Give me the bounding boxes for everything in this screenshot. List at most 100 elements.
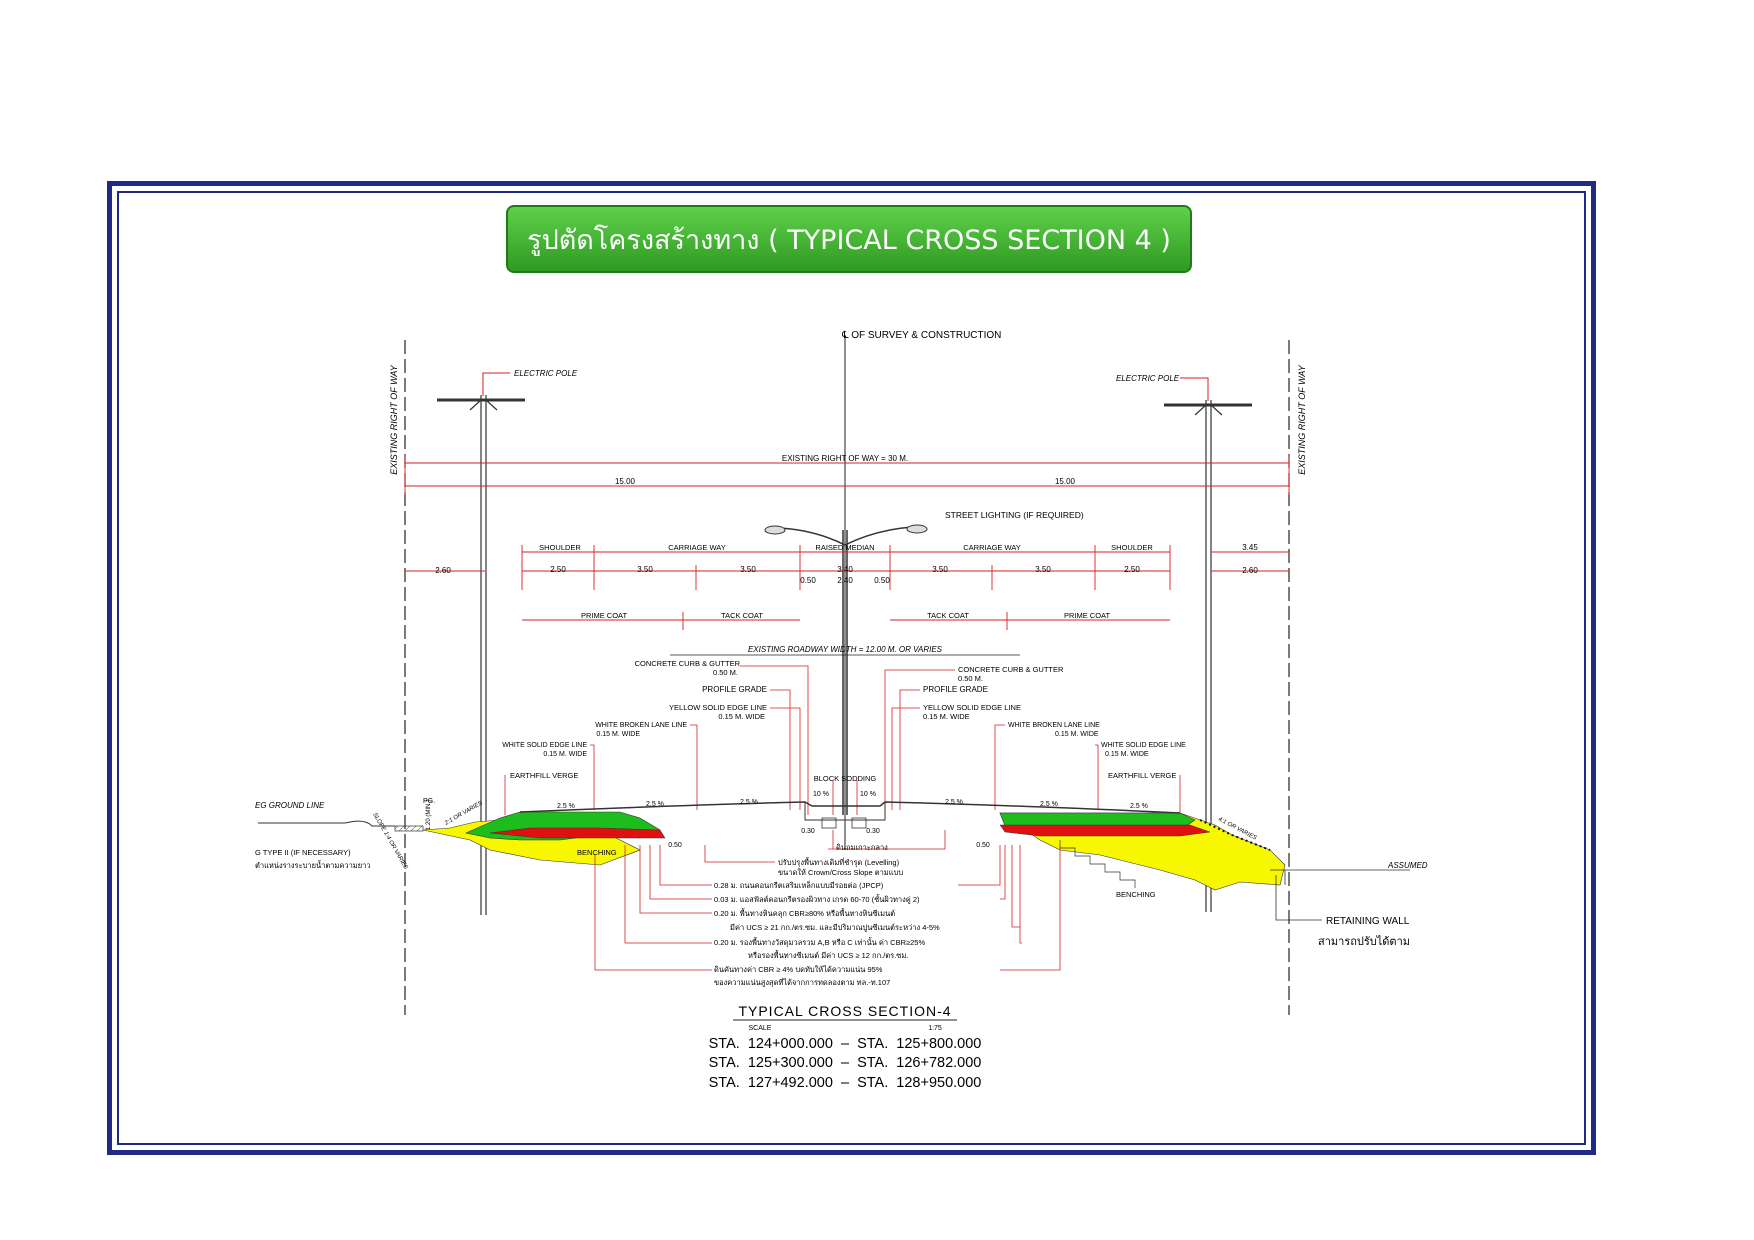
label-tack-left: TACK COAT [721,611,763,620]
label-yellow-right: YELLOW SOLID EDGE LINE [923,703,1021,712]
label-prime-left: PRIME COAT [581,611,628,620]
note-4: 0.03 ม. แอสฟัลต์คอนกรีตรองผิวทาง เกรด 60… [714,894,920,904]
slope-pct-m1: 10 % [813,791,829,798]
label-white-solid-right-w: 0.15 M. WIDE [1105,751,1149,758]
station-range-1: STA. 124+000.000 – STA. 125+800.000 [709,1036,982,1052]
inner-frame [117,191,1586,1145]
label-earthfill-right: EARTHFILL VERGE [1108,771,1176,780]
slope-pct-3: 2.5 % [740,799,758,806]
dim-right-edge-top: 3.45 [1242,543,1258,552]
label-retaining: RETAINING WALL [1326,916,1410,927]
label-white-broken-right: WHITE BROKEN LANE LINE [1008,722,1100,729]
dim-half-left: 15.00 [615,477,636,486]
dim-curb-bottom-right: 0.30 [866,828,880,835]
note-10: ของความแน่นสูงสุดที่ได้จากการทดลองตาม ทล… [714,977,890,987]
label-yellow-right-w: 0.15 M. WIDE [923,712,970,721]
note-8: หรือรองพื้นทางซีเมนต์ มีค่า UCS ≥ 12 กก.… [748,950,908,960]
station-range-2: STA. 125+300.000 – STA. 126+782.000 [709,1055,982,1071]
centerline-label: ℄ OF SURVEY & CONSTRUCTION [841,330,1001,341]
label-retaining-th: สามารถปรับได้ตาม [1318,935,1410,948]
label-carriage-left: CARRIAGE WAY [668,543,726,552]
dim-gutter-right: 0.50 [976,842,990,849]
slope-pct-4: 2.5 % [945,799,963,806]
slope-pct-2: 2.5 % [646,801,664,808]
dim-shoulder-right: 2.50 [1124,565,1140,574]
note-9: ดินคันทางค่า CBR ≥ 4% บดทับให้ได้ความแน่… [714,965,883,974]
dim-row-total: EXISTING RIGHT OF WAY = 30 M. [782,454,908,463]
label-yellow-left-w: 0.15 M. WIDE [718,712,765,721]
station-range-3: STA. 127+492.000 – STA. 128+950.000 [709,1075,982,1091]
row-label-left: EXISTING RIGHT OF WAY [389,364,399,475]
scale-value: 1:75 [928,1025,942,1032]
label-profile-right: PROFILE GRADE [923,685,988,694]
label-slope-left: SLOPE 1:4 OR VARIES [371,812,408,870]
label-shoulder-left: SHOULDER [539,543,581,552]
label-white-solid-left-w: 0.15 M. WIDE [543,751,587,758]
dim-lane-r2: 3.50 [1035,565,1051,574]
label-pg-value: 1.20 (MIN.) [426,800,432,830]
label-block-sodding: BLOCK SODDING [814,774,877,783]
label-prime-right: PRIME COAT [1064,611,1111,620]
road-section [258,801,1410,891]
label-carriage-right: CARRIAGE WAY [963,543,1021,552]
label-white-solid-right: WHITE SOLID EDGE LINE [1101,742,1186,749]
outer-frame [107,181,1596,1155]
dim-right-edge: 2.60 [1242,566,1258,575]
slope-pct-m2: 10 % [860,791,876,798]
label-white-solid-left: WHITE SOLID EDGE LINE [502,742,587,749]
title-banner: รูปตัดโครงสร้างทาง ( TYPICAL CROSS SECTI… [506,205,1192,273]
dim-half-right: 15.00 [1055,477,1076,486]
dim-lane-r1: 3.50 [932,565,948,574]
electric-pole-label-left: ELECTRIC POLE [514,369,578,378]
label-shoulder-right: SHOULDER [1111,543,1153,552]
dim-gutter-left: 0.50 [668,842,682,849]
slope-pct-5: 2.5 % [1040,801,1058,808]
slope-pct-6: 2.5 % [1130,803,1148,810]
dim-shoulder-left: 2.50 [550,565,566,574]
label-pg: PG. [423,798,435,805]
label-eg-ground: EG GROUND LINE [255,801,325,810]
label-curb-left: CONCRETE CURB & GUTTER [635,659,741,668]
label-curb-right: CONCRETE CURB & GUTTER [958,665,1064,674]
note-6: มีค่า UCS ≥ 21 กก./ตร.ซม. และมีปริมาณปูน… [730,923,940,932]
label-curb-right-w: 0.50 M. [958,674,983,683]
label-yellow-left: YELLOW SOLID EDGE LINE [669,703,767,712]
dim-median-inner: 2.40 [837,576,853,585]
street-light: STREET LIGHTING (IF REQUIRED) [764,510,1084,815]
dim-curb-left: 0.50 [800,576,816,585]
label-white-broken-left: WHITE BROKEN LANE LINE [595,722,687,729]
note-0: ดินถมเกาะกลาง [836,843,888,852]
slope-pct-1: 2.5 % [557,803,575,810]
label-profile-left: PROFILE GRADE [702,685,767,694]
label-existing-width: EXISTING ROADWAY WIDTH = 12.00 M. OR VAR… [748,645,943,654]
label-white-broken-right-w: 0.15 M. WIDE [1055,731,1099,738]
dim-left-edge: 2.60 [435,566,451,575]
scale-label: SCALE [749,1025,772,1032]
dim-curb-bottom-left: 0.30 [801,828,815,835]
street-lighting-label: STREET LIGHTING (IF REQUIRED) [945,510,1084,520]
dim-curb-right: 0.50 [874,576,890,585]
page-title: รูปตัดโครงสร้างทาง ( TYPICAL CROSS SECTI… [527,224,1171,256]
dim-lane-l1: 3.50 [637,565,653,574]
note-1: ปรับปรุงพื้นทางเดิมที่ชำรุด (Levelling) [778,857,900,867]
electric-pole-label-right: ELECTRIC POLE [1116,374,1180,383]
section-title: TYPICAL CROSS SECTION-4 [738,1003,951,1019]
note-2: ขนาดให้ Crown/Cross Slope ตามแบบ [778,868,903,877]
label-benching-left: BENCHING [577,848,617,857]
label-earthfill-left: EARTHFILL VERGE [510,771,578,780]
label-curb-left-w: 0.50 M. [713,668,738,677]
label-median: RAISED MEDIAN [815,543,874,552]
note-7: 0.20 ม. รองพื้นทางวัสดุมวลรวม A,B หรือ C… [714,937,925,947]
dim-median: 3.40 [837,565,853,574]
note-5: 0.20 ม. พื้นทางหินคลุก CBR≥80% หรือพื้นท… [714,908,895,918]
label-type2: G TYPE II (IF NECESSARY) [255,848,351,857]
label-benching-right: BENCHING [1116,890,1156,899]
dim-lane-l2: 3.50 [740,565,756,574]
label-assumed: ASSUMED [1387,861,1428,870]
label-tack-right: TACK COAT [927,611,969,620]
row-label-right: EXISTING RIGHT OF WAY [1297,364,1307,475]
note-3: 0.28 ม. ถนนคอนกรีตเสริมเหล็กแบบมีรอยต่อ … [714,880,884,890]
label-white-broken-left-w: 0.15 M. WIDE [596,731,640,738]
label-type2-th: ตำแหน่งรางระบายน้ำตามความยาว [255,860,371,870]
